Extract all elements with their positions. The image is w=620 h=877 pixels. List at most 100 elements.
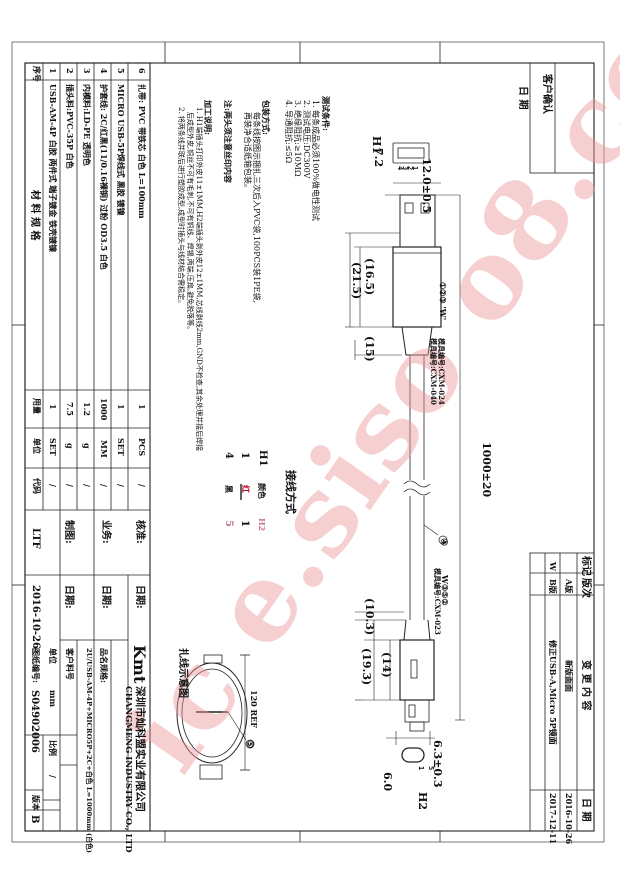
h2-pin-1: 1 bbox=[417, 766, 425, 771]
bom-row4-unit: MM bbox=[99, 440, 109, 458]
scale-value: / bbox=[48, 775, 58, 778]
product-label: 品名规格: bbox=[99, 648, 109, 683]
bom-row6-spec: 扎带: PVC 带铁芯 白色 L=100mm bbox=[137, 84, 147, 219]
test-conditions-title: 测试条件: bbox=[321, 96, 331, 131]
rev-header-content: 变 更 内 容 bbox=[580, 660, 591, 711]
test-cond-line-2: 2. 测试电压:DC300V bbox=[302, 100, 311, 179]
bom-header-name: 材 料 规 格 bbox=[29, 190, 40, 241]
version-value: B bbox=[29, 815, 40, 824]
rev-header-date: 日 期 bbox=[580, 798, 591, 822]
company-logo: Kmt bbox=[130, 645, 149, 684]
test-cond-line-1: 1. 每条成品必须100%做电性测试 bbox=[311, 100, 320, 222]
rev-row-b-date: 2017-12-11 bbox=[548, 793, 558, 845]
bom-row6-usage: 1 bbox=[137, 404, 147, 410]
h2-pin-5: 5 bbox=[427, 766, 435, 771]
bom-row6-unit: PCS bbox=[137, 438, 147, 457]
bundle-title: 扎线示意图 bbox=[177, 648, 188, 698]
dim-19-3: (19.3) bbox=[360, 648, 373, 686]
mold2-title: 模具编号:CXM-023 bbox=[433, 568, 442, 635]
h1-pin-1: 1 bbox=[411, 166, 419, 171]
mold1-sub: 模具编号:CXM-040 bbox=[429, 338, 438, 405]
product-spec: 2U/USB-AM-4P+MICRO5P+2C+白色 L=1000mm (白色) bbox=[85, 648, 93, 853]
dim-7-2: 7.2 bbox=[372, 148, 385, 168]
bom-row4-code: / bbox=[99, 484, 109, 487]
wiring-header-color: 颜色 bbox=[257, 483, 267, 499]
customer-confirm-title: 客户确认 bbox=[541, 74, 552, 114]
wiring-header-h2: H2 bbox=[257, 518, 267, 532]
rev-row-a-date: 2016-10-26 bbox=[564, 793, 574, 845]
bundle-dim: 120 REF bbox=[249, 690, 259, 728]
rev-row-b-version: B版 bbox=[548, 579, 558, 594]
rev-header-mark: 标记 bbox=[580, 556, 591, 576]
maker-code: LTF bbox=[30, 528, 41, 549]
callout-4: ④ bbox=[438, 538, 448, 547]
packaging-line-2: 再装净合适纸箱包装。 bbox=[243, 112, 252, 192]
bom-row4-spec: 护套线: 2C/红黑(11/0.16裸铜) 过粉 OD3.5 白色 bbox=[99, 84, 109, 270]
bom-row1-no: 1 bbox=[48, 68, 58, 74]
business-date-label: 日期: bbox=[100, 585, 111, 609]
drawing-no-label: 图纸编号: bbox=[31, 648, 41, 683]
bom-row5-usage: 1 bbox=[116, 404, 126, 410]
bom-row1-usage: 1 bbox=[48, 404, 58, 410]
packaging-title: 包装方式: bbox=[261, 100, 271, 135]
date-value: 2016-10-26 bbox=[30, 585, 41, 649]
wiring-header-h1: H1 bbox=[257, 450, 268, 467]
bom-header-unit: 单位 bbox=[32, 438, 42, 454]
rev-header-version: 版次 bbox=[580, 578, 591, 598]
bom-row4-no: 4 bbox=[99, 68, 109, 74]
mold1-marks: ①②③ 'W' bbox=[438, 282, 448, 321]
bom-row3-usage: 1.2 bbox=[82, 402, 92, 416]
wiring-row1-color: 红 bbox=[241, 485, 251, 493]
bom-row5-no: 5 bbox=[116, 68, 126, 74]
bom-row1-spec: USB-AM-4P 白胶 两件式 端子镀金 铁壳镀镍 bbox=[48, 84, 58, 253]
dim-12: 12.0±0.5 bbox=[420, 158, 433, 214]
drawing-no: S04902006 bbox=[29, 690, 40, 753]
dim-21-5: (21.5) bbox=[350, 262, 363, 300]
dim-16-5: (16.5) bbox=[363, 258, 376, 296]
wiring-row1-h1: 1 bbox=[239, 452, 250, 459]
company-name-cn: 深圳市灿科盟实业有限公司 bbox=[134, 686, 146, 812]
dim-6-0: 6.0 bbox=[381, 772, 394, 792]
bom-row2-unit: g bbox=[65, 443, 75, 449]
customer-part-no: 客户料号 bbox=[65, 648, 75, 680]
bom-row3-unit: g bbox=[82, 443, 92, 449]
bom-row3-code: / bbox=[82, 484, 92, 487]
bom-row5-unit: SET bbox=[116, 438, 126, 456]
maker-date-label: 日期: bbox=[63, 585, 74, 609]
dim-15: (15) bbox=[363, 336, 376, 362]
approve-label: 核准: bbox=[134, 520, 145, 544]
bom-header-code: 代码 bbox=[32, 478, 42, 494]
process-line-1: 1. H1端插头打印外皮11±1MM,H2端插头剥外皮12±1MM,芯线剥线2m… bbox=[195, 107, 203, 452]
unit-value: mm bbox=[48, 690, 58, 707]
dim-6-3: 6.3±0.3 bbox=[431, 740, 444, 788]
test-cond-line-3: 3. 绝缘阻抗:≥10MΩ bbox=[293, 100, 302, 177]
callout-5: ⑤ bbox=[244, 740, 254, 749]
wiring-row2-h2: 5 bbox=[223, 520, 234, 527]
bom-row6-code: / bbox=[137, 484, 147, 487]
rev-row-b-mark: W bbox=[548, 562, 558, 571]
bom-row3-no: 3 bbox=[82, 68, 92, 74]
rev-row-a-content: 新版面面 bbox=[564, 660, 574, 692]
wiring-row2-h1: 4 bbox=[223, 452, 234, 459]
bom-row1-code: / bbox=[48, 484, 58, 487]
mold1-title: 模具编号:CXM-024 bbox=[437, 338, 446, 405]
dim-14: (14) bbox=[380, 652, 393, 678]
bom-row1-unit: SET bbox=[48, 438, 58, 456]
wiring-row2-color: 黑 bbox=[224, 485, 234, 493]
rev-row-a-version: A版 bbox=[564, 579, 574, 594]
bom-row2-no: 2 bbox=[65, 68, 75, 74]
scale-label: 比例 bbox=[48, 740, 58, 756]
bom-row5-spec: MICRO USB-5P焊线式 黑胶 镀镍 bbox=[116, 84, 126, 216]
wiring-title: 接线方式 bbox=[284, 470, 297, 514]
bom-header-no: 序号 bbox=[32, 66, 42, 82]
bom-row2-usage: 7.5 bbox=[65, 402, 75, 416]
bom-row4-usage: 1000 bbox=[99, 398, 109, 421]
bom-row3-spec: 内模料:LD-PE 透明色 bbox=[82, 84, 92, 166]
customer-confirm-date-label: 日 期 bbox=[517, 86, 528, 110]
bom-row5-code: / bbox=[116, 484, 126, 487]
company-name-en: CHANGMENG INDUSTRY CO., LTD bbox=[123, 686, 133, 853]
approve-date-label: 日期: bbox=[134, 585, 145, 609]
bom-header-usage: 用量 bbox=[32, 398, 42, 414]
